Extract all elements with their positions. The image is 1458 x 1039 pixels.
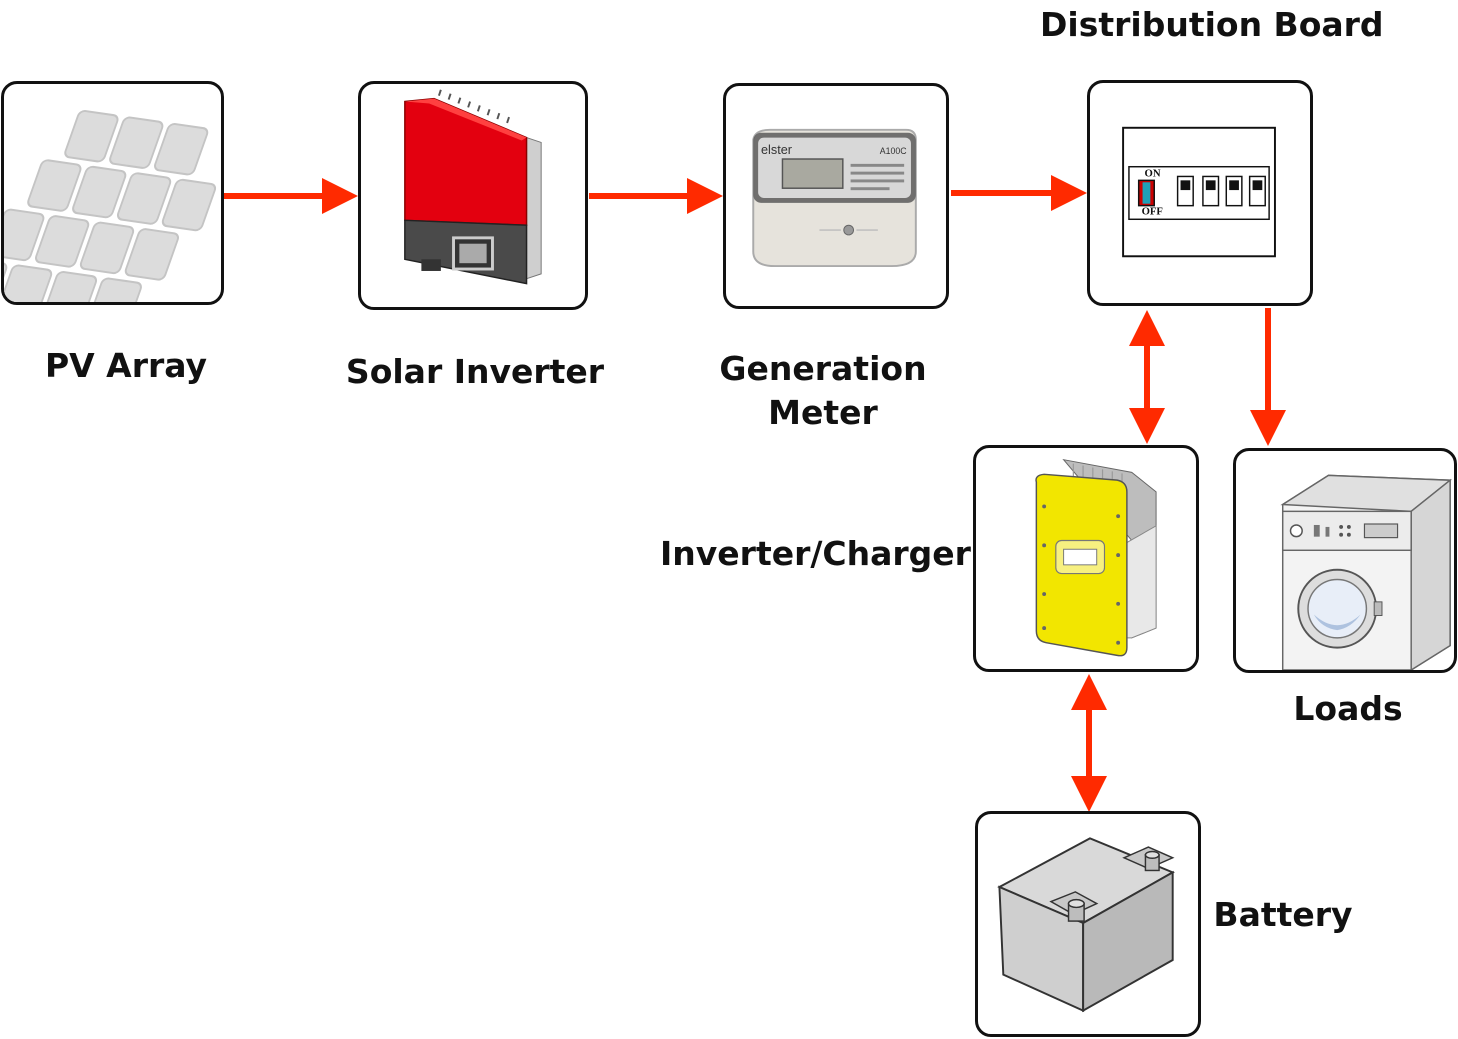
battery-icon bbox=[997, 837, 1175, 1013]
loads-box bbox=[1233, 448, 1457, 673]
generation-meter-label-line2: Meter bbox=[768, 393, 878, 432]
generation-meter-icon: elster A100C bbox=[752, 128, 917, 268]
solar-inverter-icon bbox=[404, 89, 542, 285]
inverter-charger-icon bbox=[1035, 458, 1157, 657]
inverter-charger-label: Inverter/Charger bbox=[660, 534, 971, 573]
solar-inverter-box bbox=[358, 81, 588, 310]
distribution-board-box: ON OFF bbox=[1087, 80, 1313, 306]
loads-label: Loads bbox=[1293, 689, 1403, 728]
solar-inverter-label: Solar Inverter bbox=[345, 352, 605, 391]
solar-panel-icon bbox=[4, 110, 217, 302]
washing-machine-icon bbox=[1280, 474, 1453, 670]
breaker-on-text: ON bbox=[1145, 167, 1161, 179]
breaker-off-text: OFF bbox=[1142, 205, 1164, 217]
generation-meter-box: elster A100C bbox=[723, 83, 949, 309]
meter-brand-text: elster bbox=[761, 143, 792, 157]
breaker-panel-icon: ON OFF bbox=[1122, 126, 1276, 258]
inverter-charger-box bbox=[973, 445, 1199, 672]
distribution-board-label: Distribution Board bbox=[1040, 5, 1384, 44]
pv-array-box bbox=[1, 81, 224, 305]
pv-array-label: PV Array bbox=[44, 346, 208, 385]
battery-box bbox=[975, 811, 1201, 1037]
generation-meter-label-line1: Generation bbox=[719, 349, 927, 388]
battery-label: Battery bbox=[1213, 895, 1353, 934]
meter-model-text: A100C bbox=[880, 146, 907, 156]
